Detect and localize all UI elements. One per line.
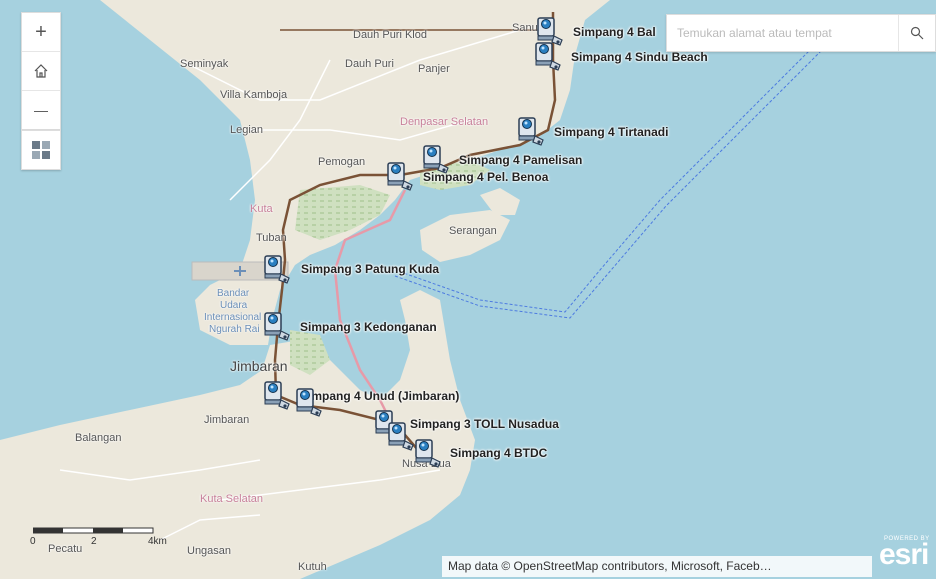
search-widget [666, 14, 936, 52]
shipping-lane [394, 29, 831, 313]
place-label: Villa Kamboja [220, 89, 288, 101]
camera-label[interactable]: Simpang 4 Unud (Jimbaran) [300, 389, 460, 403]
scale-label: 0 [30, 536, 36, 547]
camera-label[interactable]: Simpang 4 Pamelisan [459, 153, 583, 167]
place-label: Bandar [217, 288, 250, 299]
camera-label[interactable]: Simpang 3 TOLL Nusadua [410, 417, 559, 431]
scale-bar: 0 2 4km [30, 526, 173, 556]
land-south [0, 290, 475, 579]
place-label: Balangan [75, 432, 122, 444]
home-button[interactable] [22, 52, 60, 91]
place-label: Ungasan [187, 545, 232, 557]
place-label: Seminyak [180, 58, 229, 70]
place-label: Serangan [449, 225, 497, 237]
place-label: Kuta [250, 203, 273, 215]
camera-label[interactable]: Simpang 3 Patung Kuda [301, 262, 440, 276]
place-label: Panjer [418, 63, 450, 75]
place-label: Dauh Puri Klod [353, 29, 427, 41]
search-button[interactable] [898, 15, 935, 51]
toll-road [333, 189, 407, 431]
place-label: Kutuh [298, 561, 327, 573]
cctv-camera-icon[interactable] [515, 112, 551, 148]
cctv-camera-icon[interactable] [261, 307, 297, 343]
mangrove-area-3 [290, 330, 330, 375]
search-icon [910, 26, 924, 40]
camera-label[interactable]: Simpang 4 Tirtanadi [554, 125, 669, 139]
place-label: Sanur [512, 22, 542, 34]
cctv-camera-icon[interactable] [261, 250, 297, 286]
basemap-gallery-button[interactable] [21, 130, 61, 170]
place-label: Internasional [204, 312, 262, 323]
zoom-controls: + — [21, 12, 61, 130]
place-label: Dauh Puri [345, 58, 394, 70]
place-label: Pecatu [48, 543, 83, 555]
camera-label[interactable]: Simpang 4 Sindu Beach [571, 50, 708, 64]
cctv-camera-icon[interactable] [384, 157, 420, 193]
shipping-lane-2 [394, 35, 837, 319]
home-icon [34, 64, 48, 78]
place-label: Jimbaran [230, 358, 288, 374]
esri-logo-text: esri [879, 538, 929, 571]
place-label: Tuban [256, 232, 287, 244]
camera-label[interactable]: Simpang 4 Bal [573, 25, 656, 39]
scale-label: 2 [91, 536, 97, 547]
camera-label[interactable]: Simpang 3 Kedonganan [300, 320, 437, 334]
search-input[interactable] [667, 15, 898, 51]
cctv-camera-icon[interactable] [261, 376, 297, 412]
place-label: Udara [220, 300, 248, 311]
cctv-camera-icon[interactable] [534, 12, 570, 48]
map-attribution[interactable]: Map data © OpenStreetMap contributors, M… [442, 556, 872, 577]
scale-label: 4km [148, 536, 167, 547]
place-label: Legian [230, 124, 264, 136]
esri-logo[interactable]: POWERED BY esri [876, 534, 936, 579]
place-label: Ngurah Rai [209, 324, 260, 335]
place-label: Kuta Selatan [200, 493, 263, 505]
cctv-camera-icon[interactable] [385, 417, 421, 453]
mangrove-area [295, 185, 390, 240]
basemap-gallery-icon [32, 141, 50, 159]
place-label: Jimbaran [204, 414, 250, 426]
zoom-out-button[interactable]: — [34, 102, 48, 118]
cctv-camera-icon[interactable] [412, 434, 448, 470]
place-label: Pemogan [318, 156, 366, 168]
cctv-camera-icon[interactable] [532, 37, 568, 73]
zoom-in-button[interactable]: + [22, 13, 60, 52]
cctv-camera-icon[interactable] [293, 383, 329, 419]
airport-icon [234, 266, 246, 276]
local-roads [59, 29, 521, 541]
camera-label[interactable]: Simpang 4 Pel. Benoa [423, 170, 549, 184]
powered-by-text: POWERED BY [884, 536, 930, 542]
cctv-camera-icon[interactable] [420, 140, 456, 176]
land-serangan [420, 210, 510, 262]
land-serangan-east [480, 188, 520, 215]
land-north [100, 0, 610, 345]
place-label: Denpasar Selatan [400, 116, 489, 128]
camera-label[interactable]: Simpang 4 BTDC [450, 446, 548, 460]
